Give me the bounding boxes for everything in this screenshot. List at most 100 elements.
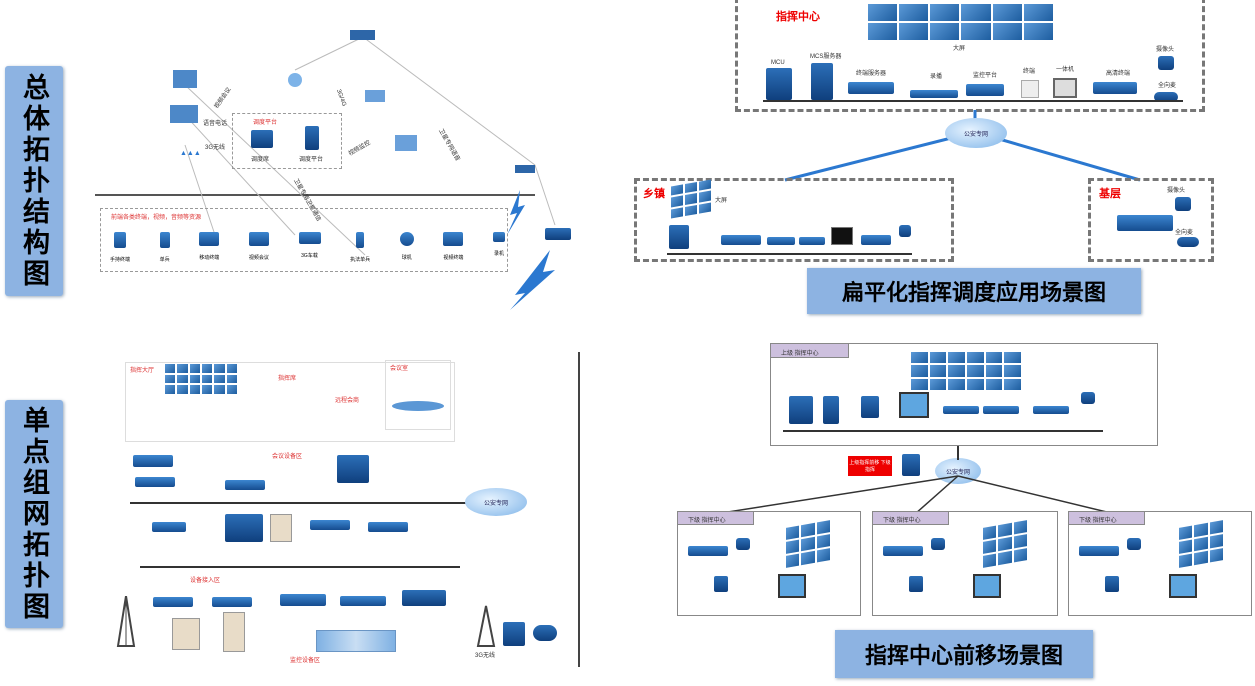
township-monitor-icon [799, 237, 825, 245]
grassroots-mic-label: 全向麦 [1175, 230, 1194, 236]
terminal-icon [1021, 80, 1039, 98]
lower-screen-icon [778, 574, 806, 598]
lower-pc-icon-2 [909, 576, 923, 592]
access-vo-icon [212, 597, 252, 607]
grassroots-label: 基层 [1099, 188, 1121, 200]
monitor-dev-a-icon [280, 594, 326, 606]
dispatch-desk-label: 调度席 [251, 157, 270, 163]
access-exchange-icon [223, 612, 245, 652]
dispatch-server-icon [305, 126, 319, 150]
lower-center-box: 下级 指挥中心 [677, 511, 861, 616]
access-zone-label: 设备接入区 [190, 578, 221, 584]
remote-label: 远程会商 [335, 398, 360, 404]
township-terminal-server-icon [721, 235, 761, 245]
mcs-label: MCS服务器 [810, 54, 842, 60]
lower-center-box-2: 下级 指挥中心 [872, 511, 1058, 616]
mcu-label: MCU [771, 60, 785, 66]
upper-bus [783, 430, 1103, 432]
township-recording-icon [767, 237, 795, 245]
single-monitor-dev2-icon [368, 522, 408, 532]
mic-label: 全向麦 [1158, 83, 1177, 89]
flat-scene-caption: 扁平化指挥调度应用场景图 [807, 268, 1141, 314]
single-network-label: 公安专网 [483, 500, 508, 507]
upper-server-icon [823, 396, 839, 424]
lower-center-label: 下级 指挥中心 [688, 518, 726, 524]
big-screen-wall [868, 4, 1053, 40]
lower-terminal-icon [688, 546, 728, 556]
forward-network-label: 公安专网 [945, 469, 970, 476]
single-router-icon [135, 477, 175, 487]
lower-center-label-3: 下级 指挥中心 [1079, 518, 1117, 524]
command-center-label: 指挥中心 [776, 11, 820, 23]
township-camera-icon [899, 225, 911, 237]
access-gateway-icon [153, 597, 193, 607]
desk-label: 指挥席 [278, 376, 297, 382]
lower-center-tag-3: 下级 指挥中心 [1069, 512, 1145, 525]
grassroots-box: 基层 摄像头 全向麦 [1088, 178, 1214, 262]
forward-links [715, 446, 1116, 515]
terminal-item: 移动终端 [199, 232, 219, 268]
township-hd-terminal-icon [861, 235, 891, 245]
upper-dev-a-icon [943, 406, 979, 414]
terminal-label: 终端 [1023, 69, 1036, 75]
camera-icon [1158, 56, 1174, 70]
lower-screen-icon-2 [973, 574, 1001, 598]
monitor-dev-c-icon [402, 590, 446, 606]
terminal-item: 视频终端 [443, 232, 463, 268]
flat-scene-caption-text: 扁平化指挥调度应用场景图 [841, 280, 1106, 305]
terminal-area-box: 前端各类终端，视频，音频等资源 [100, 208, 508, 272]
camera-label: 摄像头 [1156, 47, 1175, 53]
lower-camera-icon-2 [931, 538, 945, 550]
forward-scene-caption-text: 指挥中心前移场景图 [864, 643, 1063, 668]
conf-bus [130, 502, 475, 504]
mcs-server-icon [811, 63, 833, 100]
dispatch-platform-label: 调度平台 [253, 120, 278, 126]
terminal-item: 球机 [399, 232, 414, 268]
upper-center-label: 上级 指挥中心 [781, 351, 819, 357]
single-network-cloud: 公安专网 [465, 488, 527, 516]
single-dispatch-platform-icon [225, 514, 263, 542]
meeting-zone: 会议室 [385, 360, 451, 430]
township-label: 乡镇 [643, 188, 665, 200]
wireless-label: 3G无线 [475, 653, 496, 659]
hall-screen-wall [165, 364, 237, 394]
lower-terminal-icon-2 [883, 546, 923, 556]
terminal-server-label: 终端服务器 [856, 71, 887, 77]
lower-screen-wall [786, 520, 830, 568]
single-hd-terminal-icon [225, 480, 265, 490]
lower-center-tag: 下级 指挥中心 [678, 512, 754, 525]
overall-topology-diagram: ▲▲▲ [95, 30, 556, 310]
township-box: 乡镇 大屏 [634, 178, 954, 262]
police-car-icon [545, 228, 571, 240]
forward-pc-icon [902, 454, 920, 476]
upper-dev-b-icon [983, 406, 1019, 414]
overall-topology-label: 总体拓扑结构图 [5, 66, 63, 296]
command-center-box: 指挥中心 大屏 MCU MCS服务器 终端服务器 录播 监控平台 终端 一体机 … [735, 0, 1205, 112]
upper-screen-icon [899, 392, 929, 418]
grassroots-camera-icon [1175, 197, 1191, 211]
terminal-item: 执法单兵 [350, 232, 370, 268]
wireless-dev-icon [503, 622, 525, 646]
hall-label: 指挥大厅 [130, 368, 155, 374]
main-backbone [578, 352, 580, 667]
monitor-platform-label: 监控平台 [973, 73, 998, 79]
network-label: 公安专网 [963, 131, 988, 138]
monitor-wall-icon [316, 630, 396, 652]
lower-terminal-icon-3 [1079, 546, 1119, 556]
monitor-platform-icon [966, 84, 1004, 96]
single-switch-icon [133, 455, 173, 467]
single-terminal-server-icon [152, 522, 186, 532]
wireless-router-icon [533, 625, 557, 641]
single-server-beige-icon [270, 514, 292, 542]
dispatch-platform-dev-label: 调度平台 [299, 157, 324, 163]
forward-scene-caption: 指挥中心前移场景图 [835, 630, 1093, 678]
upper-center-box: 上级 指挥中心 [770, 343, 1158, 446]
meeting-table-icon [392, 401, 444, 411]
access-server-icon [172, 618, 200, 650]
big-screen-label: 大屏 [953, 46, 966, 52]
terminal-item: 3G车载 [298, 232, 321, 268]
lower-pc-icon-3 [1105, 576, 1119, 592]
lower-center-tag-2: 下级 指挥中心 [873, 512, 949, 525]
terminal-item: 手持终端 [110, 232, 130, 268]
forward-tag-text: 上级指挥前移 下级指挥 [849, 460, 891, 473]
